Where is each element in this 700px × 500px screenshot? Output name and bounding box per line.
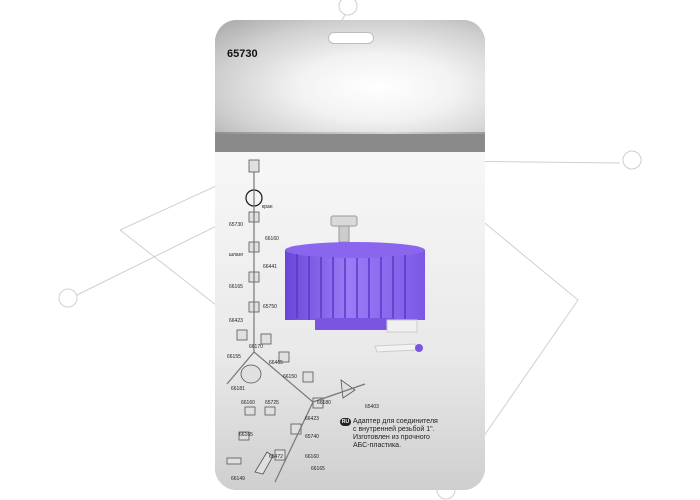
watermark-ring-left: [58, 288, 78, 308]
blister-card: 65730: [215, 20, 485, 490]
diagram-label: 66181: [231, 386, 245, 392]
description-line: АБС-пластика.: [353, 442, 402, 449]
diagram-label: шланг: [229, 252, 243, 258]
diagram-label: 65730: [229, 222, 243, 228]
spray-gun-part: [254, 451, 274, 475]
clip-part: [374, 343, 418, 353]
product-sku: 65730: [227, 48, 258, 60]
diagram-label: 66165: [229, 284, 243, 290]
diagram-label: 66165: [311, 466, 325, 472]
diagram-label: 66441: [263, 264, 277, 270]
diagram-label: 65740: [305, 434, 319, 440]
watermark-ring-right: [622, 150, 642, 170]
diagram-label: 66180: [317, 400, 331, 406]
diagram-label: 66155: [227, 354, 241, 360]
diagram-label: 65472: [269, 454, 283, 460]
diagram-label: кран: [262, 204, 273, 210]
faucet-part: [248, 159, 260, 173]
diagram-label: 66160: [305, 454, 319, 460]
diagram-label: 66149: [231, 476, 245, 482]
diagram-label: 66423: [229, 318, 243, 324]
watermark-ring-top: [338, 0, 358, 16]
diagram-label: 66160: [241, 400, 255, 406]
diagram-label: 66170: [249, 344, 263, 350]
diagram-label: 66165: [239, 432, 253, 438]
sprinkler-part: [340, 379, 356, 399]
language-badge: RU: [340, 418, 351, 426]
description-line: Адаптер для соединителя: [353, 418, 438, 425]
card-stripe: [215, 134, 485, 152]
hang-hole: [328, 32, 374, 44]
diagram-label: 66465: [269, 360, 283, 366]
diagram-label: 66423: [305, 416, 319, 422]
spray-nozzle-part: [240, 364, 262, 384]
description-line: с внутренней резьбой 1".: [353, 426, 435, 433]
diagram-label: 66160: [265, 236, 279, 242]
adapter-body: [285, 250, 425, 320]
connection-diagram: кран 65730 66160 шланг 66441 66165 65750…: [226, 159, 379, 483]
diagram-label: 66150: [283, 374, 297, 380]
adapter-collar: [315, 318, 395, 330]
connector-top-part: [330, 215, 358, 227]
diagram-label: 65750: [263, 304, 277, 310]
adapter-product-photo: [285, 215, 425, 353]
product-description: RU Адаптер для соединителя с внутренней …: [340, 418, 470, 450]
diagram-label: 65403: [365, 404, 379, 410]
diagram-label: 65725: [265, 400, 279, 406]
description-line: Изготовлен из прочного: [353, 434, 430, 441]
